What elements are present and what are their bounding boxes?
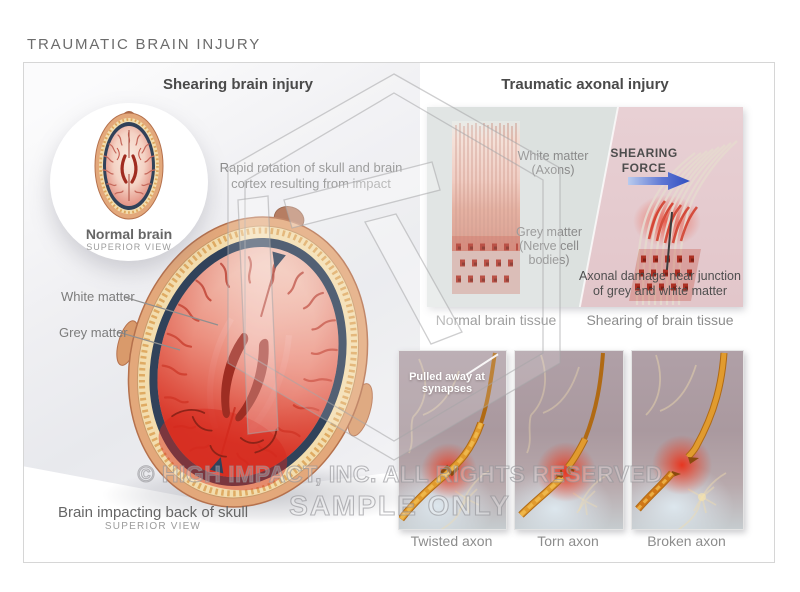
white-matter-leader-line [123,296,219,326]
left-section-heading: Shearing brain injury [162,76,314,93]
grey-matter-leader-line [117,331,181,351]
page-title: TRAUMATIC BRAIN INJURY [27,36,262,53]
broken-axon-caption: Broken axon [647,533,726,549]
normal-brain-inset: Normal brain SUPERIOR VIEW [50,103,208,261]
normal-axons-illustration [452,121,520,294]
torn-axon-caption: Torn axon [537,533,599,549]
white-matter-label: White matter [61,289,135,304]
broken-axon-panel [631,350,744,530]
right-section-heading: Traumatic axonal injury [501,76,669,93]
twisted-axon-caption: Twisted axon [410,533,493,549]
inset-label: Normal brain [85,226,173,242]
broken-axon-illustration [632,351,743,529]
rotation-description-line2: cortex resulting from impact [231,176,391,191]
rotation-description: Rapid rotation of skull and brain cortex… [191,160,431,192]
normal-tissue-caption: Normal brain tissue [435,312,557,328]
grey-matter-label: Grey matter [59,325,128,340]
rotation-description-line1: Rapid rotation of skull and brain [219,160,403,175]
impact-caption-sub: SUPERIOR VIEW [104,521,202,532]
normal-brain-illustration [94,111,164,220]
sheared-axons-illustration [629,140,738,305]
pulled-away-annotation: Pulled away at synapses [409,371,485,395]
torn-axon-illustration [515,351,623,529]
impact-caption: Brain impacting back of skull [57,504,249,521]
inset-sublabel: SUPERIOR VIEW [86,242,172,252]
tissue-comparison-panel: White matter (Axons) Grey matter (Nerve … [427,107,743,307]
torn-axon-panel [514,350,624,530]
grey-matter-bodies-label: Grey matter (Nerve cell bodies) [516,225,582,267]
shearing-force-label: SHEARING FORCE [610,146,678,175]
shearing-tissue-caption: Shearing of brain tissue [586,312,734,328]
twisted-axon-panel: Pulled away at synapses [398,350,507,530]
axonal-damage-label: Axonal damage near junction of grey and … [579,269,741,298]
shearing-force-arrow-icon [628,172,690,190]
